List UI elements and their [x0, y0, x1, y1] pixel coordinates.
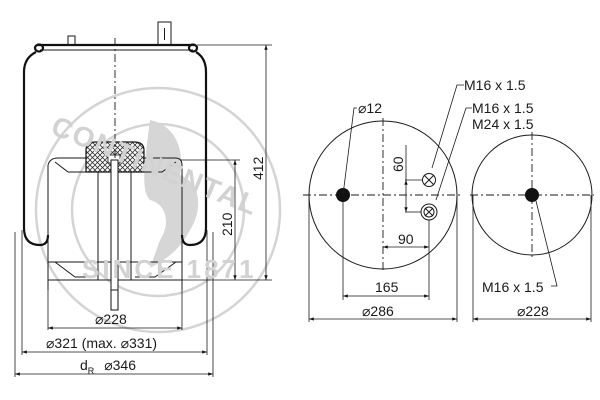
- bellow-diameter-label: ⌀321 (max. ⌀331): [46, 335, 158, 351]
- offset-vertical-label: 60: [390, 156, 406, 172]
- dr-value: ⌀346: [104, 357, 136, 373]
- dr-subscript: R: [87, 365, 95, 376]
- height-overall-label: 412: [250, 156, 266, 180]
- bead-left: [33, 43, 45, 53]
- thread-label-3: M24 x 1.5: [472, 116, 534, 132]
- top-plate-diameter-label: ⌀286: [362, 303, 394, 319]
- dr-symbol: d: [80, 357, 88, 373]
- bellows: [22, 51, 208, 247]
- height-piston-label: 210: [219, 212, 235, 236]
- stud-small: [67, 35, 76, 46]
- hole-diameter-label: ⌀12: [358, 100, 383, 116]
- bottom-plate-diameter-label: ⌀228: [517, 303, 549, 319]
- watermark-text-bottom: SINCE 1871: [82, 254, 257, 284]
- port-m16: [422, 173, 436, 187]
- center-rod: [110, 159, 119, 311]
- bead-right: [187, 43, 199, 53]
- stud-large: [157, 21, 172, 46]
- hole-spacing-label: 165: [375, 279, 399, 295]
- air-spring-side-view: [14, 21, 272, 377]
- bottom-thread-label: M16 x 1.5: [482, 279, 544, 295]
- continental-watermark: [34, 86, 282, 334]
- top-plate-view: [303, 84, 472, 322]
- port-m16-m24: [420, 203, 438, 221]
- bottom-plate-view: [470, 132, 594, 322]
- thread-label-2: M16 x 1.5: [472, 100, 534, 116]
- thread-label-1: M16 x 1.5: [464, 77, 526, 93]
- center-stud-hole: [525, 188, 539, 202]
- reference-diameter-label: dR ⌀346: [80, 358, 136, 376]
- offset-horizontal-label: 90: [398, 231, 414, 247]
- piston-diameter-label: ⌀228: [95, 311, 127, 327]
